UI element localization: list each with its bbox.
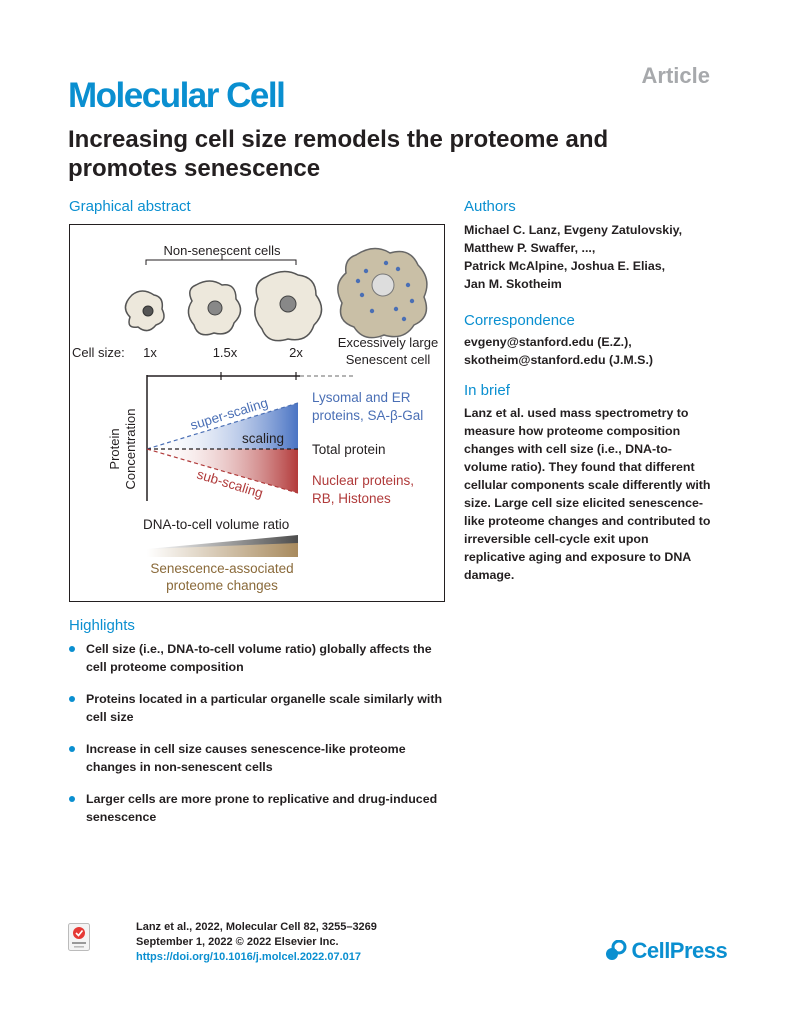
check-updates-icon[interactable]	[68, 923, 90, 951]
super-scaling-line	[146, 402, 299, 450]
email-link[interactable]: evgeny@stanford.edu (E.Z.),	[464, 335, 632, 349]
highlights-heading: Highlights	[69, 617, 135, 634]
y-axis-label-2: Concentration	[123, 409, 138, 490]
article-title: Increasing cell size remodels the proteo…	[68, 126, 609, 182]
senescence-label-2: proteome changes	[166, 578, 278, 593]
in-brief-heading: In brief	[464, 382, 510, 399]
graphical-abstract-figure: Non-senescent cells Excessiv	[69, 224, 445, 602]
cell-1-5x-icon	[187, 280, 242, 336]
highlight-item: Cell size (i.e., DNA-to-cell volume rati…	[68, 640, 453, 676]
non-senescent-label: Non-senescent cells	[163, 243, 281, 258]
senescent-cell-icon	[337, 247, 428, 339]
author-line: Jan M. Skotheim	[464, 277, 562, 291]
bullet-icon	[69, 796, 75, 802]
cellpress-logo: CellPress	[605, 938, 728, 964]
email-link[interactable]: skotheim@stanford.edu (J.M.S.)	[464, 353, 654, 367]
size-2x-label: 2x	[289, 345, 303, 360]
y-axis-label-1: Protein	[107, 428, 122, 469]
doi-link[interactable]: https://doi.org/10.1016/j.molcel.2022.07…	[136, 951, 361, 963]
senescence-wedge	[147, 543, 298, 557]
citation-footer: Lanz et al., 2022, Molecular Cell 82, 32…	[136, 920, 377, 965]
total-protein-label: Total protein	[312, 442, 386, 457]
highlight-item: Larger cells are more prone to replicati…	[68, 790, 453, 826]
highlight-item: Proteins located in a particular organel…	[68, 690, 453, 726]
author-line: Michael C. Lanz, Evgeny Zatulovskiy,	[464, 223, 683, 237]
lysosomal-label-2: proteins, SA-β-Gal	[312, 408, 423, 423]
large-cell-label-1: Excessively large	[338, 335, 438, 350]
lysosomal-label-1: Lysomal and ER	[312, 390, 411, 405]
authors-block: Michael C. Lanz, Evgeny Zatulovskiy, Mat…	[464, 221, 754, 293]
in-brief-text: Lanz et al. used mass spectrometry to me…	[464, 406, 711, 582]
sub-scaling-line	[146, 448, 299, 494]
large-cell-label-2: Senescent cell	[346, 352, 431, 367]
cellpress-icon	[606, 939, 627, 960]
nuclear-label-1: Nuclear proteins,	[312, 473, 414, 488]
citation-line: Lanz et al., 2022, Molecular Cell 82, 32…	[136, 921, 377, 933]
bullet-icon	[69, 646, 75, 652]
graphical-abstract-heading: Graphical abstract	[69, 198, 191, 215]
authors-heading: Authors	[464, 198, 516, 215]
graphical-abstract-svg: Non-senescent cells Excessiv	[72, 243, 438, 593]
cell-size-label: Cell size:	[72, 345, 125, 360]
article-type-label: Article	[641, 63, 710, 88]
size-1-5x-label: 1.5x	[213, 345, 238, 360]
author-line: Matthew P. Swaffer, ...,	[464, 241, 596, 255]
date-line: September 1, 2022 © 2022 Elsevier Inc.	[136, 936, 339, 948]
bracket-line	[145, 259, 297, 265]
journal-title: Molecular Cell	[68, 76, 286, 115]
senescence-label-1: Senescence-associated	[150, 561, 293, 576]
scaling-label: scaling	[242, 431, 284, 446]
highlights-list: Cell size (i.e., DNA-to-cell volume rati…	[68, 640, 453, 840]
bullet-icon	[69, 746, 75, 752]
size-1x-label: 1x	[143, 345, 157, 360]
dna-ratio-label: DNA-to-cell volume ratio	[143, 517, 289, 532]
cell-1x-icon	[124, 290, 165, 332]
author-line: Patrick McAlpine, Joshua E. Elias,	[464, 259, 666, 273]
cellpress-text: CellPress	[631, 938, 728, 963]
correspondence-heading: Correspondence	[464, 312, 575, 329]
highlight-item: Increase in cell size causes senescence-…	[68, 740, 453, 776]
bullet-icon	[69, 696, 75, 702]
correspondence-block: evgeny@stanford.edu (E.Z.), skotheim@sta…	[464, 333, 754, 369]
cell-2x-icon	[254, 270, 323, 342]
nuclear-label-2: RB, Histones	[312, 491, 391, 506]
